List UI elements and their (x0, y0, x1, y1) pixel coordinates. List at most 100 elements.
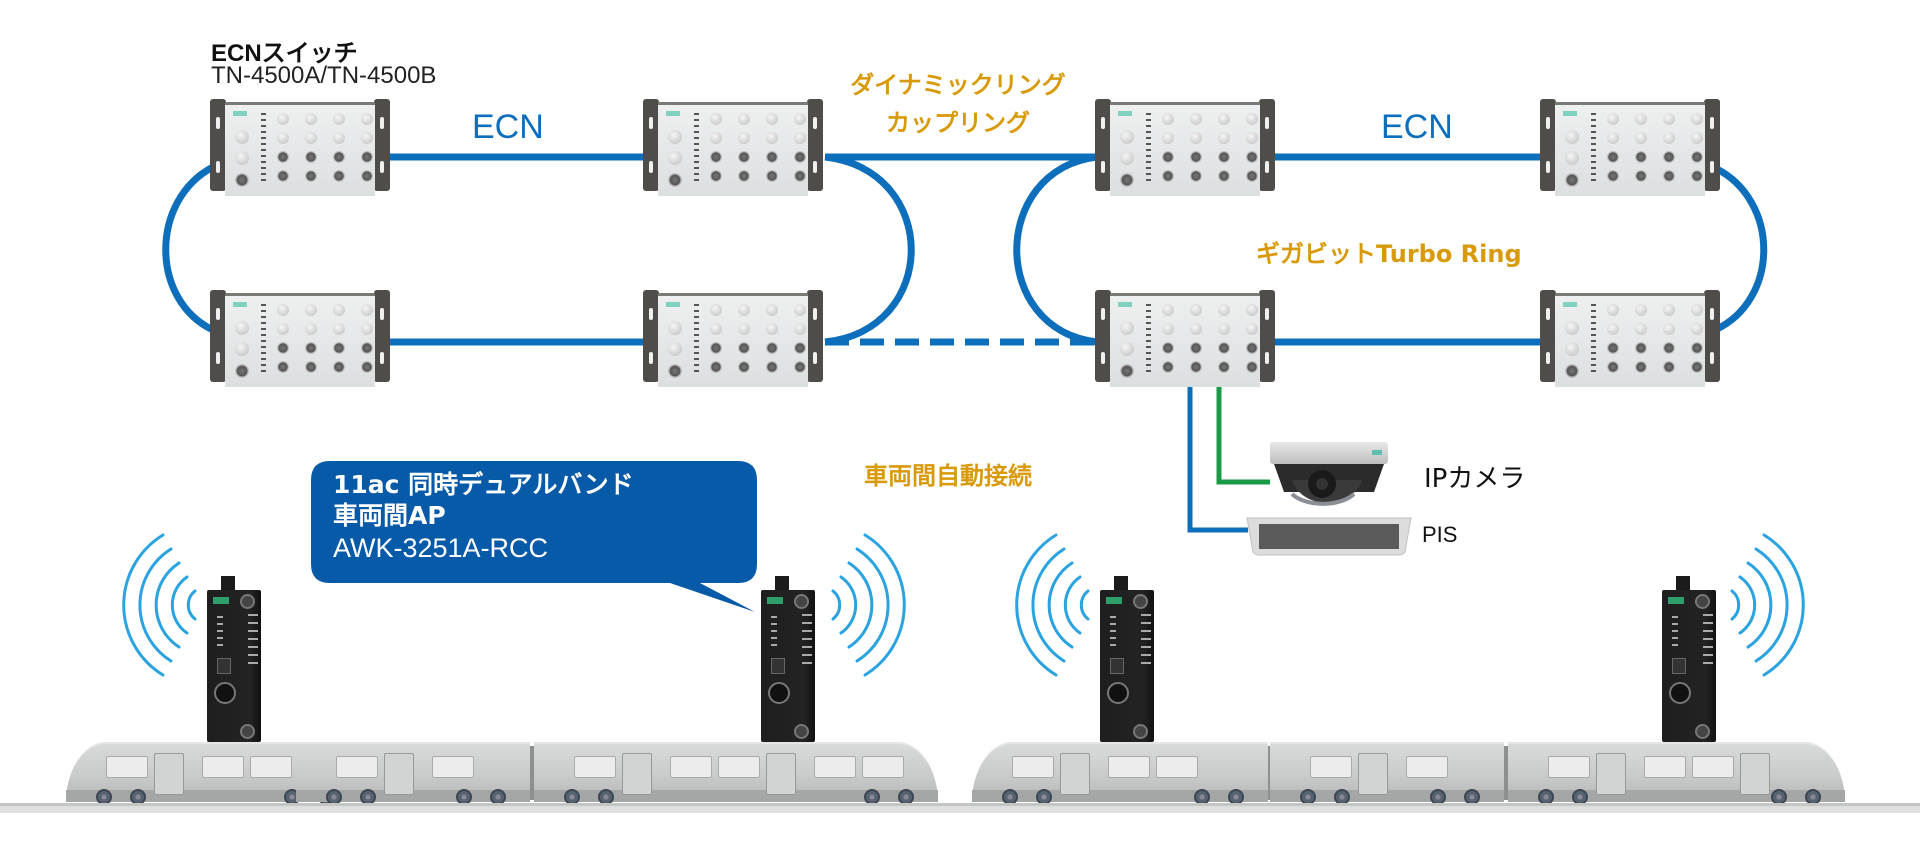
ethernet-port (710, 170, 722, 182)
ethernet-port (1663, 113, 1675, 125)
ethernet-port (305, 132, 317, 144)
car-window (1156, 756, 1198, 778)
ethernet-port (1246, 151, 1258, 163)
ethernet-port (277, 323, 289, 335)
ethernet-port (1218, 304, 1230, 316)
car-window (1108, 756, 1150, 778)
sw-bottom-2[interactable] (643, 290, 823, 387)
ethernet-port (738, 361, 750, 373)
car-door (1596, 753, 1626, 795)
console-port (668, 364, 682, 378)
led-indicator (248, 654, 258, 656)
status-leds (694, 304, 699, 376)
sw-top-3[interactable] (1095, 99, 1275, 196)
ethernet-port (1691, 132, 1703, 144)
ethernet-port (1218, 132, 1230, 144)
ap-4[interactable] (1662, 576, 1716, 742)
power-port (668, 342, 682, 356)
sw-top-4[interactable] (1540, 99, 1720, 196)
ap-3[interactable] (1100, 576, 1154, 742)
ethernet-port (277, 361, 289, 373)
callout-model: AWK-3251A-RCC (333, 533, 549, 563)
ethernet-port (1218, 113, 1230, 125)
signal-led (1110, 623, 1116, 625)
ethernet-port (277, 113, 289, 125)
ethernet-port (333, 323, 345, 335)
ethernet-port (1162, 151, 1174, 163)
ethernet-port (1190, 323, 1202, 335)
ap-2[interactable] (761, 576, 815, 742)
ethernet-port (277, 170, 289, 182)
signal-led (1672, 623, 1678, 625)
ethernet-port (710, 342, 722, 354)
ap-1[interactable] (207, 576, 261, 742)
ethernet-port (361, 151, 373, 163)
wireless-ap-icon (761, 590, 815, 742)
ethernet-port (766, 323, 778, 335)
power-port (235, 321, 249, 335)
led-indicator (1703, 630, 1713, 632)
car-door (766, 753, 796, 795)
sw-top-1[interactable] (210, 99, 390, 196)
wireless-ap-icon (1662, 590, 1716, 742)
camera-link (1216, 385, 1270, 485)
ethernet-port (1218, 151, 1230, 163)
ecn-label-left: ECN (472, 108, 544, 146)
ethernet-port (1218, 342, 1230, 354)
car-door (1060, 753, 1090, 795)
industrial-switch-icon (658, 102, 808, 196)
wireless-ap-icon (1100, 590, 1154, 742)
antenna-port (1133, 724, 1148, 739)
ethernet-port (794, 151, 806, 163)
ethernet-port (794, 304, 806, 316)
sw-top-2[interactable] (643, 99, 823, 196)
console-port (1120, 173, 1134, 187)
signal-led (771, 644, 777, 646)
power-port (1565, 130, 1579, 144)
led-indicator (1141, 654, 1151, 656)
ethernet-port (1218, 361, 1230, 373)
led-indicator (1141, 622, 1151, 624)
brand-logo (1668, 597, 1684, 604)
ethernet-port (1635, 113, 1647, 125)
wifi-waves-ap-3 (1015, 533, 1090, 677)
rj45-port (217, 658, 231, 674)
wireless-ap-icon (207, 590, 261, 742)
led-indicator (802, 662, 812, 664)
car-window (1012, 756, 1054, 778)
power-port (668, 130, 682, 144)
car-window (432, 756, 474, 778)
ethernet-port (1607, 361, 1619, 373)
led-indicator (802, 630, 812, 632)
sw-bottom-3[interactable] (1095, 290, 1275, 387)
rj45-port (1672, 658, 1686, 674)
brand-logo (1106, 597, 1122, 604)
power-port (235, 342, 249, 356)
ethernet-port (766, 151, 778, 163)
power-port (1565, 151, 1579, 165)
antenna-port (1133, 594, 1148, 609)
switch-title: ECNスイッチ (211, 40, 358, 67)
sw-bottom-1[interactable] (210, 290, 390, 387)
led-indicator (248, 646, 258, 648)
ethernet-port (1607, 132, 1619, 144)
ethernet-port (1635, 323, 1647, 335)
car-door (1740, 753, 1770, 795)
power-port (1565, 342, 1579, 356)
ip-camera-icon[interactable] (1262, 440, 1392, 516)
led-indicator (1703, 654, 1713, 656)
ethernet-port (1246, 170, 1258, 182)
wifi-waves-ap-2 (831, 533, 906, 677)
led-indicator (1703, 646, 1713, 648)
sw-bottom-4[interactable] (1540, 290, 1720, 387)
mount-ear-right (807, 99, 823, 191)
mount-ear-left (643, 99, 659, 191)
ethernet-port (738, 170, 750, 182)
led-indicator (248, 662, 258, 664)
ethernet-port (794, 323, 806, 335)
led-indicator (1141, 646, 1151, 648)
console-port (1120, 364, 1134, 378)
ethernet-port (1246, 304, 1258, 316)
pis-display-icon[interactable] (1245, 516, 1413, 556)
